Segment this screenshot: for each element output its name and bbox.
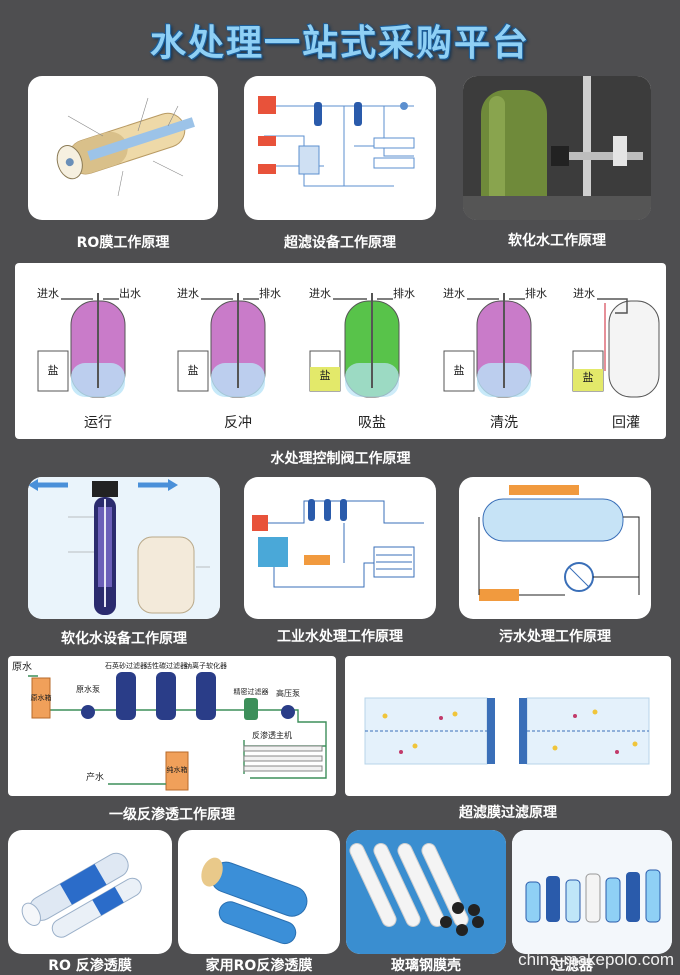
home-ro-photo [178, 830, 340, 954]
softened-water-photo [463, 76, 651, 220]
valve-salt-5: 盐 [583, 371, 594, 384]
softened-water-caption: 软化水工作原理 [508, 233, 606, 249]
uf-equipment-caption: 超滤设备工作原理 [284, 235, 396, 251]
valve-stage-5: 回灌 [612, 415, 640, 431]
ro-product-caption: RO 反渗透膜 [48, 958, 132, 974]
valve-inlet-4: 进水 [443, 287, 465, 300]
pure-water-tank: 纯水箱 [167, 765, 188, 774]
valve-salt-4: 盐 [454, 364, 465, 377]
valve-salt-2: 盐 [188, 364, 199, 377]
softener-unit: 钠离子软化器 [185, 661, 227, 670]
primary-ro-diagram: 原水 原水箱 原水泵 石英砂过滤器 活性碳过滤器 钠离子软化器 精密过滤器 高压… [8, 656, 336, 796]
valve-stage-4: 清洗 [490, 415, 518, 431]
sewage-diagram [459, 477, 651, 619]
filter-housing-photo [512, 830, 672, 954]
filter-housing-caption: 过滤器 [551, 958, 593, 974]
carbon-filter: 活性碳过滤器 [145, 661, 187, 670]
valve-outlet-4: 排水 [525, 286, 547, 300]
home-ro-caption: 家用RO反渗透膜 [205, 958, 313, 974]
raw-water-tank: 原水箱 [31, 693, 52, 702]
precision-filter: 精密过滤器 [234, 687, 269, 696]
valve-inlet-2: 进水 [177, 287, 199, 300]
ro-membrane-diagram [28, 76, 218, 220]
valve-outlet-1: 出水 [119, 286, 141, 300]
ro-membrane-caption: RO膜工作原理 [76, 235, 170, 251]
ro-host: 反渗透主机 [252, 730, 292, 740]
valve-stage-1: 运行 [84, 415, 112, 431]
valve-inlet-5: 进水 [573, 287, 595, 300]
uf-equipment-diagram [244, 76, 436, 220]
industrial-water-diagram [244, 477, 436, 619]
raw-water-pump: 原水泵 [76, 684, 100, 694]
sewage-caption: 污水处理工作原理 [499, 629, 611, 645]
softener-equipment-diagram [28, 477, 220, 619]
industrial-water-caption: 工业水处理工作原理 [277, 629, 403, 645]
valve-salt-3: 盐 [320, 369, 331, 382]
watermark: china.makepolo.com [518, 950, 674, 969]
valve-inlet-3: 进水 [309, 287, 331, 300]
ro-product-photo [8, 830, 172, 954]
control-valve-diagram: 进水 出水 盐 运行 进水 排水 盐 反冲 进水 排水 盐 [15, 263, 666, 439]
valve-stage-3: 吸盐 [358, 415, 386, 431]
page-title: 水处理一站式采购平台 [149, 23, 530, 64]
uf-membrane-caption: 超滤膜过滤原理 [459, 805, 557, 821]
valve-inlet-1: 进水 [37, 287, 59, 300]
softener-equipment-caption: 软化水设备工作原理 [61, 631, 187, 647]
control-valve-caption: 水处理控制阀工作原理 [270, 451, 411, 467]
frp-housing-caption: 玻璃钢膜壳 [391, 958, 461, 974]
sand-filter: 石英砂过滤器 [105, 661, 147, 670]
product-water-label: 产水 [86, 771, 104, 783]
valve-outlet-3: 排水 [393, 286, 415, 300]
frp-housing-photo [346, 830, 506, 954]
primary-ro-caption: 一级反渗透工作原理 [109, 807, 235, 823]
hp-pump: 高压泵 [276, 688, 300, 698]
raw-water-label: 原水 [12, 661, 32, 673]
valve-salt-1: 盐 [48, 364, 59, 377]
valve-stage-2: 反冲 [224, 415, 252, 431]
valve-outlet-2: 排水 [259, 286, 281, 300]
uf-membrane-diagram [345, 656, 671, 796]
